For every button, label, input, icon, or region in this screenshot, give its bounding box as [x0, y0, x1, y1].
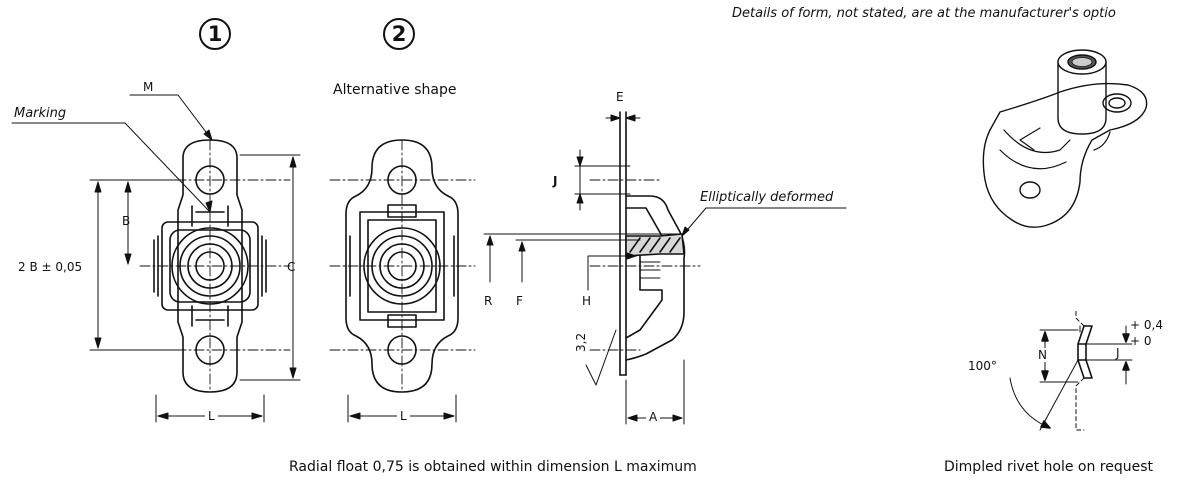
label-n: N	[1038, 348, 1047, 362]
label-2b-tolerance: 2 B ± 0,05	[18, 260, 83, 274]
view2-number-circle: 2	[383, 18, 415, 50]
label-j-dimple: J	[1116, 346, 1120, 360]
view2-nut-drawing	[329, 139, 476, 393]
view1-dimensions	[11, 94, 301, 423]
label-a: A	[646, 410, 661, 424]
header-note: Details of form, not stated, are at the …	[732, 6, 1116, 21]
label-elliptically-deformed: Elliptically deformed	[700, 190, 834, 205]
label-r: R	[484, 294, 493, 308]
view3-dimensions	[483, 114, 847, 425]
caption-radial-float: Radial float 0,75 is obtained within dim…	[289, 459, 697, 475]
label-c: C	[287, 260, 296, 274]
label-b: B	[122, 214, 131, 228]
label-h: H	[582, 294, 592, 308]
label-l-view1: L	[205, 409, 218, 423]
view1-number-circle: 1	[199, 18, 231, 50]
label-tol-zero: + 0	[1130, 334, 1152, 348]
label-roughness: 3,2	[574, 332, 588, 352]
caption-dimpled: Dimpled rivet hole on request	[944, 459, 1154, 475]
isometric-nut-drawing	[982, 49, 1148, 228]
view3-section-drawing	[589, 111, 701, 376]
label-l-view2: L	[397, 409, 410, 423]
label-m: M	[143, 80, 154, 94]
view1-nut-drawing	[139, 139, 291, 393]
label-tol-plus: + 0,4	[1130, 318, 1163, 332]
label-j: J	[553, 174, 558, 188]
dimple-detail-drawing	[1009, 309, 1133, 431]
view2-title: Alternative shape	[333, 82, 457, 98]
label-marking: Marking	[14, 106, 67, 121]
label-f: F	[516, 294, 523, 308]
label-angle: 100°	[968, 359, 997, 373]
label-e: E	[616, 90, 624, 104]
